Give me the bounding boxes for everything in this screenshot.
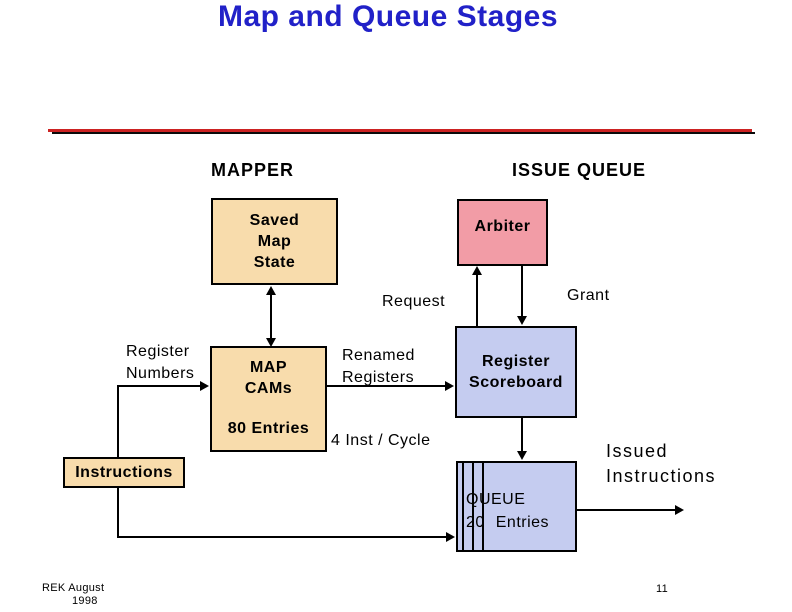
saved-map-state-label-line3: State xyxy=(253,254,296,271)
connector-grant-arrowhead xyxy=(517,316,527,325)
map-cams-label-line2: CAMs xyxy=(244,380,293,397)
register-numbers-line2: Numbers xyxy=(126,365,195,382)
instructions-box: Instructions xyxy=(63,457,185,488)
footer-year: 1998 xyxy=(72,595,98,607)
connector-grant-line xyxy=(521,266,523,318)
saved-map-state-box: Saved Map State xyxy=(211,198,338,285)
connector-scoreboard-to-queue-arrowhead xyxy=(517,451,527,460)
register-numbers-line1: Register xyxy=(126,343,190,360)
heading-mapper: MAPPER xyxy=(211,160,295,180)
connector-instructions-hline xyxy=(117,536,448,538)
issued-instructions-line1: Issued xyxy=(606,441,669,461)
grant-label: Grant xyxy=(567,287,610,304)
register-scoreboard-label-line2: Scoreboard xyxy=(469,374,563,391)
arbiter-label: Arbiter xyxy=(474,218,531,235)
connector-saved-to-cams-arrowhead-down xyxy=(266,338,276,347)
page-title: Map and Queue Stages xyxy=(217,0,559,33)
inst-per-cycle-label: 4 Inst / Cycle xyxy=(331,432,431,449)
register-scoreboard-box: Register Scoreboard xyxy=(455,326,577,418)
queue-box: QUEUE 20 Entries xyxy=(456,461,577,552)
connector-renamed-registers-line xyxy=(327,385,447,387)
saved-map-state-label-line1: Saved xyxy=(249,212,300,229)
connector-issued-line xyxy=(577,509,677,511)
issued-instructions-label: Issued Instructions xyxy=(606,439,716,489)
map-cams-box: MAP CAMs 80 Entries xyxy=(210,346,327,452)
register-numbers-label: Register Numbers xyxy=(126,341,194,385)
queue-slot-line-2 xyxy=(472,463,474,550)
connector-register-numbers-arrowhead xyxy=(200,381,209,391)
register-scoreboard-label-line1: Register xyxy=(481,353,551,370)
renamed-registers-label: Renamed Registers xyxy=(342,345,415,389)
saved-map-state-label-line2: Map xyxy=(257,233,292,250)
connector-instructions-arrowhead xyxy=(446,532,455,542)
connector-request-line xyxy=(476,273,478,326)
connector-saved-to-cams-line xyxy=(270,294,272,340)
queue-label-line2: 20 Entries xyxy=(466,514,550,531)
title-rule-shadow xyxy=(52,132,755,134)
renamed-registers-line1: Renamed xyxy=(342,347,415,364)
connector-instructions-vline xyxy=(117,488,119,538)
instructions-label: Instructions xyxy=(75,464,173,481)
queue-label-line1: QUEUE xyxy=(466,491,526,508)
connector-saved-to-cams-arrowhead-up xyxy=(266,286,276,295)
connector-scoreboard-to-queue-line xyxy=(521,418,523,453)
connector-renamed-registers-arrowhead xyxy=(445,381,454,391)
queue-slot-line-3 xyxy=(482,463,484,550)
request-label: Request xyxy=(382,293,446,310)
map-cams-entries: 80 Entries xyxy=(227,420,310,437)
footer-author-date: REK August xyxy=(42,582,105,594)
issued-instructions-line2: Instructions xyxy=(606,466,717,486)
arbiter-box: Arbiter xyxy=(457,199,548,266)
connector-register-numbers-line xyxy=(117,385,203,387)
title-rule xyxy=(48,129,752,132)
connector-register-numbers-vline xyxy=(117,385,119,457)
queue-slot-line-1 xyxy=(462,463,464,550)
heading-issue-queue: ISSUE QUEUE xyxy=(512,160,647,180)
connector-issued-arrowhead xyxy=(675,505,684,515)
map-cams-label-line1: MAP xyxy=(249,359,288,376)
page-number: 11 xyxy=(656,583,669,595)
map-cams-label: MAP CAMs xyxy=(245,357,292,399)
connector-request-arrowhead xyxy=(472,266,482,275)
renamed-registers-line2: Registers xyxy=(342,369,415,386)
